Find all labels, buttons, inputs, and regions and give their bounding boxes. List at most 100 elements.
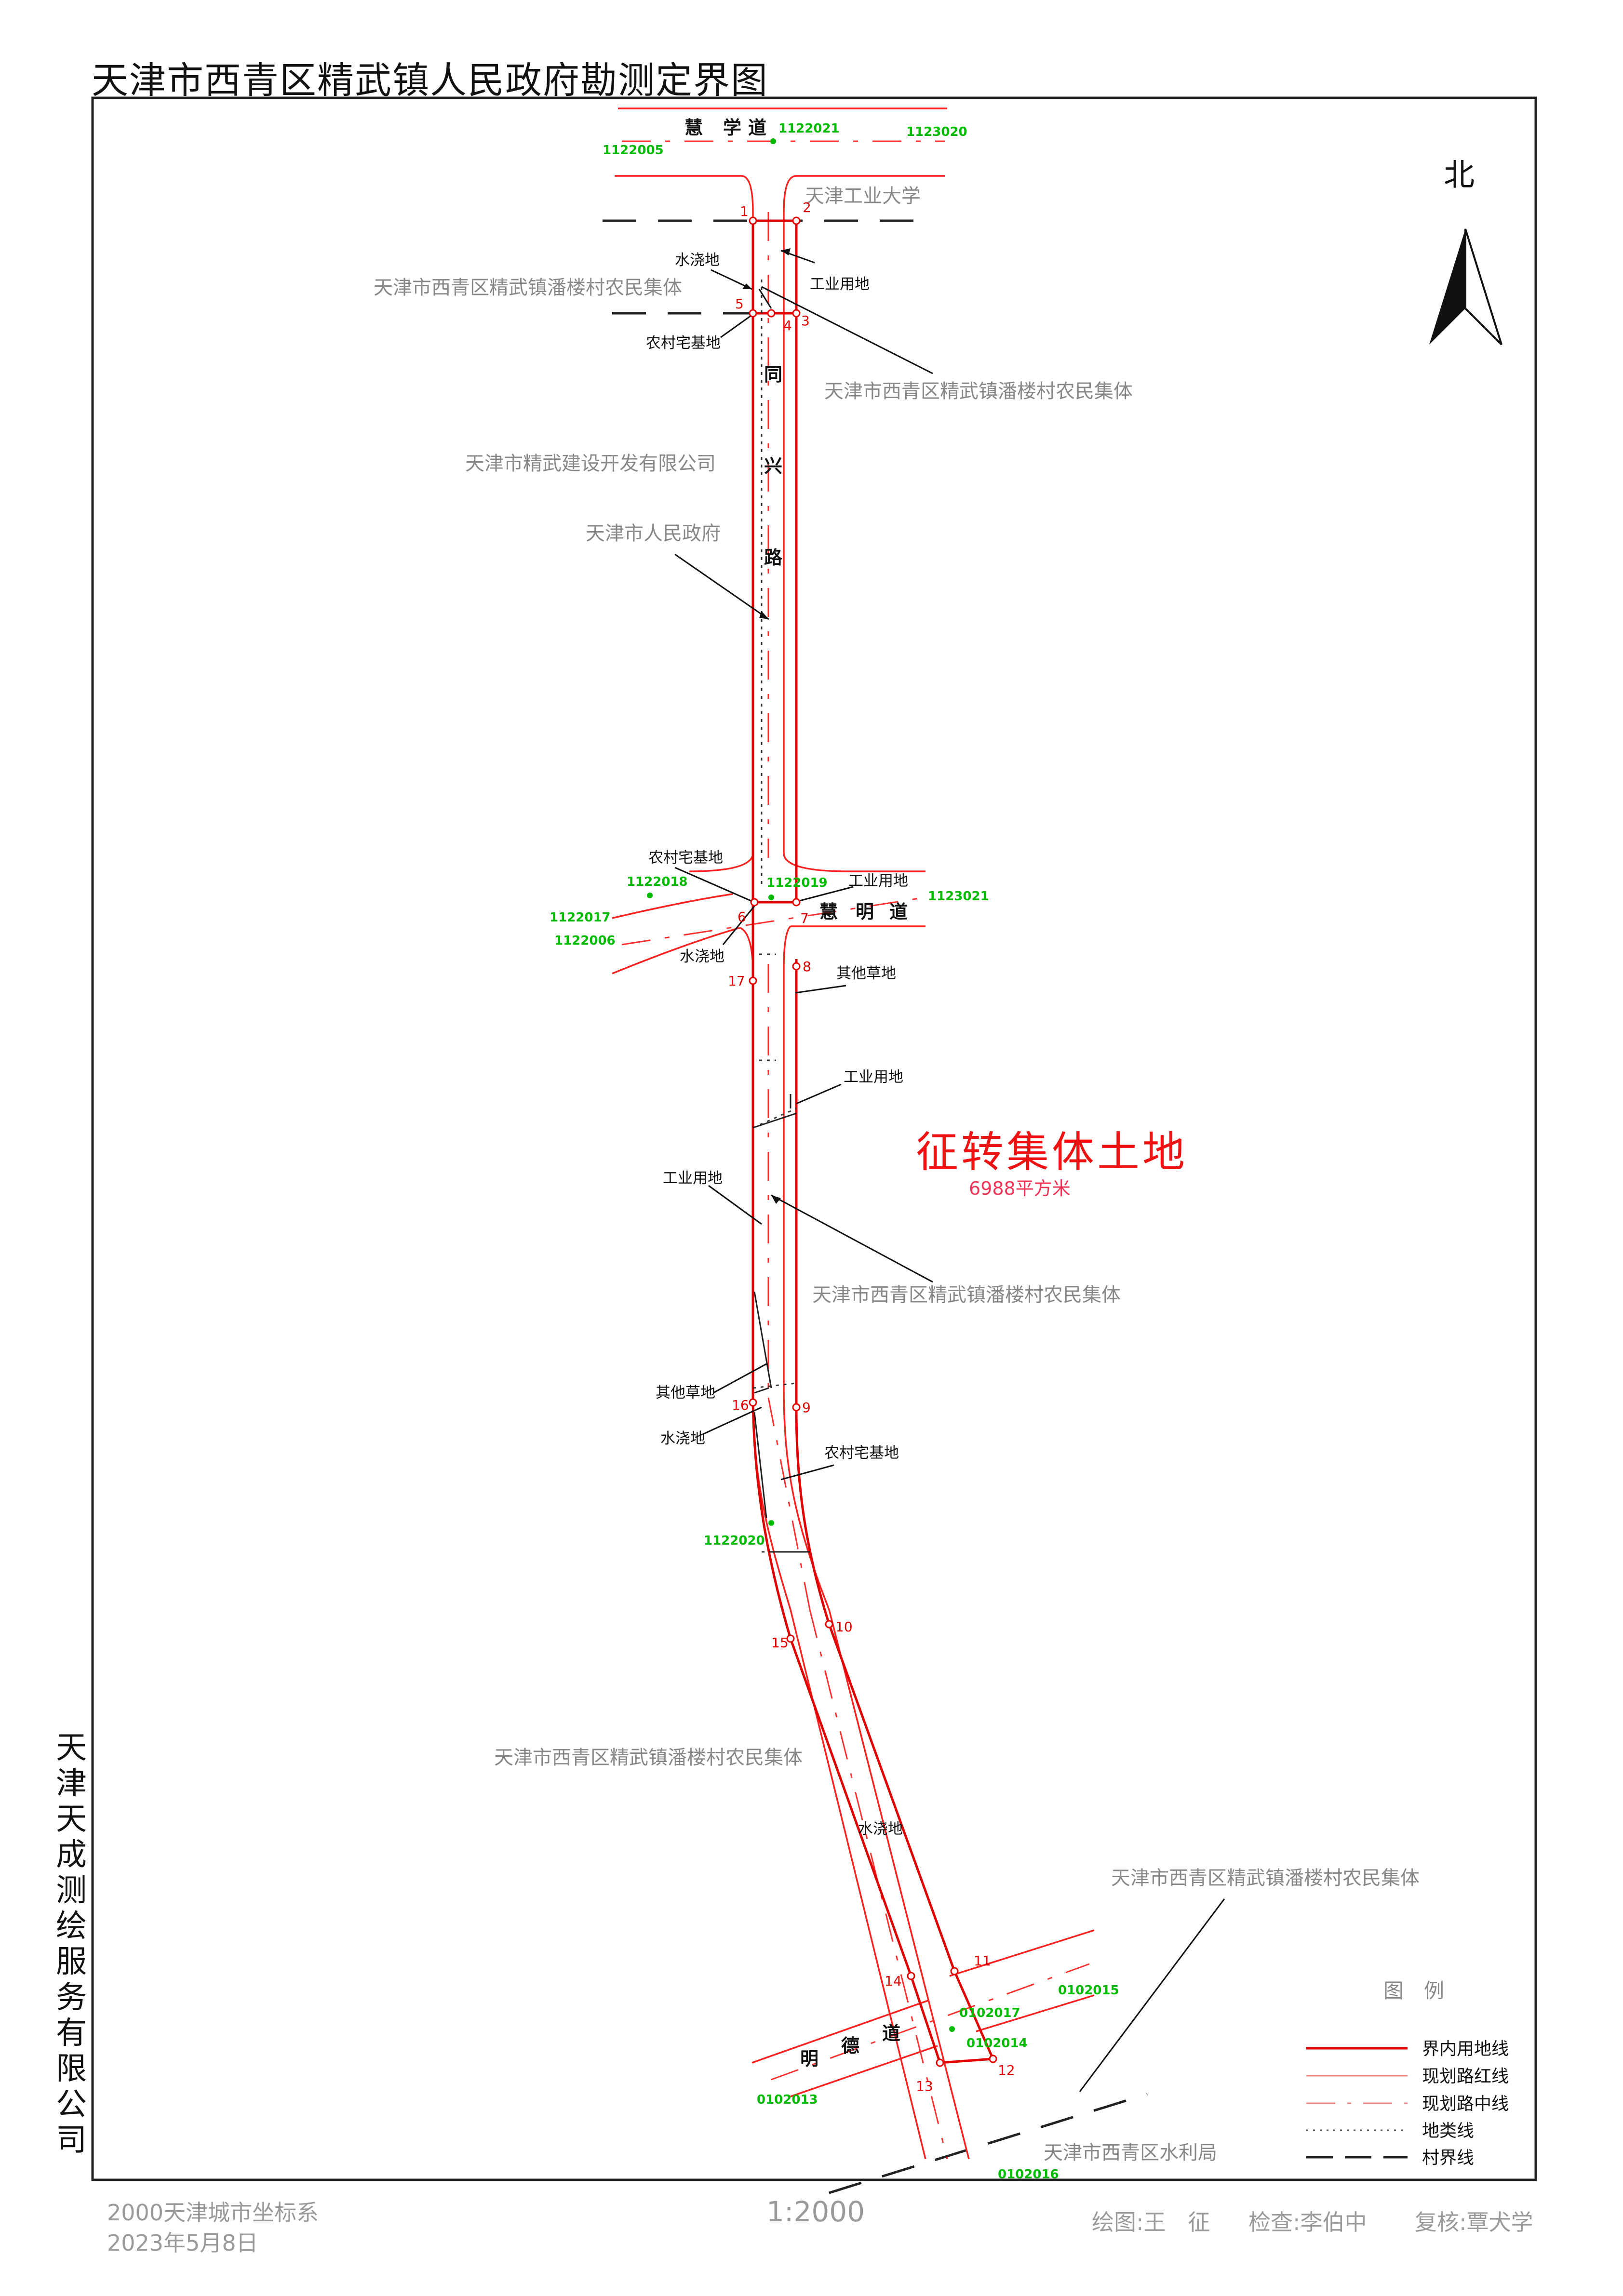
road-huixue-2: 学 <box>723 117 741 138</box>
vertex-labels: 1 2 3 4 5 6 7 8 9 10 11 12 13 14 15 16 1… <box>728 200 1015 2094</box>
company-name: 天津天成测绘服务有限公司 <box>56 1730 87 2158</box>
parcel-area: 6988平方米 <box>969 1178 1071 1199</box>
landuse-grass-1: 其他草地 <box>836 965 896 982</box>
vertex-15: 15 <box>771 1635 789 1651</box>
main-parcel-label: 征转集体土地 <box>916 1127 1188 1177</box>
vertex-8: 8 <box>803 959 811 974</box>
vertex-13: 13 <box>916 2078 933 2094</box>
road-huiming-2: 明 <box>856 901 874 922</box>
landtype-solid-lines <box>752 1094 810 1553</box>
vertex-12: 12 <box>998 2062 1015 2078</box>
landuse-homestead-3: 农村宅基地 <box>824 1444 899 1462</box>
cp-1122006: 1122006 <box>554 934 616 948</box>
road-huiming-3: 道 <box>889 901 908 922</box>
road-mingde-1: 明 <box>800 2048 818 2069</box>
owner-gov: 天津市人民政府 <box>586 522 721 545</box>
vertex-3: 3 <box>801 313 810 329</box>
vertex-4: 4 <box>783 318 792 334</box>
vertex-17: 17 <box>728 973 745 989</box>
road-tongxing-1: 同 <box>764 364 782 385</box>
vertex-10: 10 <box>835 1619 853 1635</box>
road-red-lines <box>612 107 1095 2160</box>
road-huixue-1: 慧 <box>684 117 703 138</box>
parcel-boundary <box>751 219 994 2064</box>
road-huiming-1: 慧 <box>819 901 838 922</box>
vertex-11: 11 <box>974 1953 991 1969</box>
vertex-16: 16 <box>732 1397 749 1413</box>
owner-panlou-4: 天津市西青区精武镇潘楼村农民集体 <box>494 1747 803 1769</box>
road-tongxing-3: 路 <box>764 547 783 568</box>
road-tongxing-2: 兴 <box>764 455 782 477</box>
cp-1122020: 1122020 <box>704 1534 765 1548</box>
landuse-homestead-2: 农村宅基地 <box>648 849 723 867</box>
owner-water-bureau: 天津市西青区水利局 <box>1044 2142 1217 2164</box>
map-frame <box>91 96 1537 2181</box>
owner-panlou-5: 天津市西青区精武镇潘楼村农民集体 <box>1111 1867 1420 1889</box>
cp-0102016: 0102016 <box>998 2167 1059 2182</box>
legend: 图 例 界内用地线 现划路红线 现划路中线 地类线 村界线 <box>1383 1979 1509 2168</box>
cp-1122018: 1122018 <box>627 875 688 889</box>
legend-item-2: 现划路红线 <box>1422 2067 1509 2086</box>
drawer: 绘图:王 征 <box>1092 2209 1210 2235</box>
vertex-9: 9 <box>802 1400 811 1415</box>
map-date: 2023年5月8日 <box>107 2230 258 2256</box>
cp-1123020: 1123020 <box>906 125 967 139</box>
legend-item-3: 现划路中线 <box>1422 2094 1509 2114</box>
cp-0102013: 0102013 <box>757 2093 818 2107</box>
leader-lines <box>674 250 1225 2092</box>
landuse-industrial-2: 工业用地 <box>848 872 908 890</box>
landuse-industrial-1: 工业用地 <box>810 276 870 293</box>
landuse-homestead-1: 农村宅基地 <box>646 334 721 352</box>
landuse-labels: 水浇地 工业用地 农村宅基地 农村宅基地 工业用地 水浇地 其他草地 工业用地 … <box>646 252 908 1838</box>
owner-jingwu-dev: 天津市精武建设开发有限公司 <box>465 453 716 475</box>
checker: 检查:李伯中 <box>1248 2209 1367 2235</box>
legend-item-4: 地类线 <box>1422 2121 1474 2141</box>
legend-swatches <box>1306 2047 1408 2159</box>
owner-panlou-2: 天津市西青区精武镇潘楼村农民集体 <box>824 380 1133 402</box>
landuse-water-2: 水浇地 <box>680 948 724 965</box>
cp-0102014: 0102014 <box>966 2036 1028 2051</box>
landuse-water-3: 水浇地 <box>660 1430 705 1447</box>
landuse-industrial-4: 工业用地 <box>663 1170 723 1187</box>
cp-0102015: 0102015 <box>1058 1983 1119 1998</box>
vertex-2: 2 <box>803 200 811 215</box>
vertex-1: 1 <box>740 203 749 219</box>
map-title: 天津市西青区精武镇人民政府勘测定界图 <box>92 59 768 102</box>
control-points <box>647 138 955 2032</box>
road-mingde-2: 德 <box>841 2035 859 2056</box>
landuse-water-1: 水浇地 <box>675 252 720 269</box>
vertex-6: 6 <box>738 909 746 925</box>
cp-1122019: 1122019 <box>766 876 828 890</box>
boundary-vertices <box>749 216 997 2067</box>
north-arrow-icon <box>1429 228 1502 346</box>
vertex-7: 7 <box>800 910 809 926</box>
reviewer: 复核:覃犬学 <box>1415 2209 1533 2235</box>
road-center-lines <box>621 140 1090 2160</box>
cp-1122005: 1122005 <box>603 143 664 158</box>
owner-panlou-1: 天津市西青区精武镇潘楼村农民集体 <box>374 277 682 299</box>
leader-arrowheads <box>742 248 791 1204</box>
landuse-grass-2: 其他草地 <box>656 1384 715 1402</box>
landuse-industrial-3: 工业用地 <box>844 1068 903 1086</box>
road-mingde-3: 道 <box>882 2023 900 2044</box>
vertex-14: 14 <box>885 1973 902 1989</box>
cp-1123021: 1123021 <box>928 889 989 904</box>
map-scale: 1:2000 <box>766 2195 865 2228</box>
road-huixue-3: 道 <box>748 117 766 138</box>
legend-title: 图 例 <box>1383 1979 1444 2002</box>
owner-tianjin-univ: 天津工业大学 <box>805 185 921 207</box>
landuse-water-4: 水浇地 <box>858 1820 903 1838</box>
vertex-5: 5 <box>735 296 744 312</box>
village-boundary-lines <box>603 219 1148 2194</box>
owner-labels: 天津工业大学 天津市西青区精武镇潘楼村农民集体 天津市西青区精武镇潘楼村农民集体… <box>374 185 1420 2164</box>
control-point-labels: 1122021 1123020 1122005 1122018 1122019 … <box>550 121 1119 2182</box>
road-name-labels: 慧 学 道 同 兴 路 慧 明 道 明 德 道 <box>684 117 908 2069</box>
cp-1122017: 1122017 <box>550 910 611 925</box>
cp-1122021: 1122021 <box>778 121 840 136</box>
legend-item-1: 界内用地线 <box>1422 2039 1509 2059</box>
north-label: 北 <box>1444 158 1475 193</box>
legend-item-5: 村界线 <box>1422 2148 1474 2168</box>
cp-0102017: 0102017 <box>959 2006 1020 2020</box>
coord-system: 2000天津城市坐标系 <box>107 2200 319 2226</box>
owner-panlou-3: 天津市西青区精武镇潘楼村农民集体 <box>812 1284 1121 1306</box>
